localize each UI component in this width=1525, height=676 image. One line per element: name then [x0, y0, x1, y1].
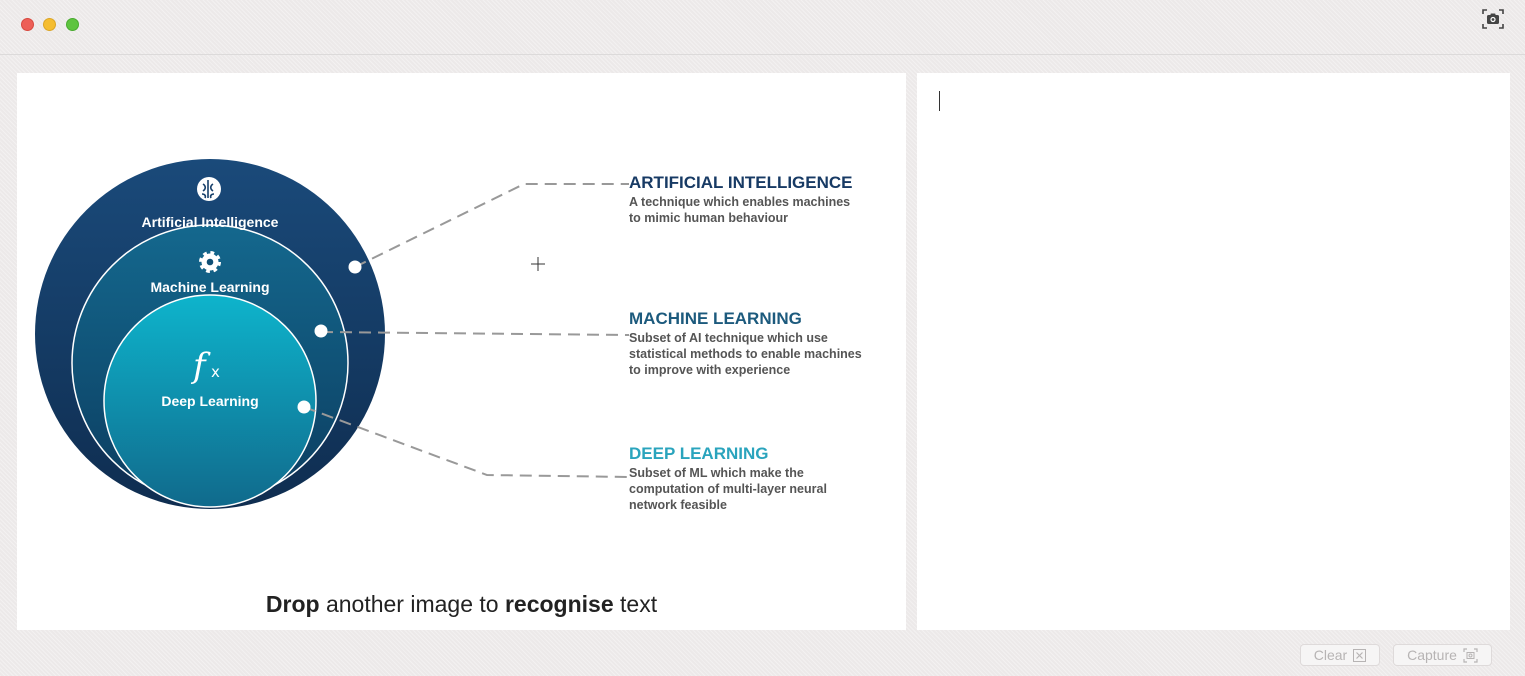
title-bar — [0, 0, 1525, 55]
ml-desc-line: to improve with experience — [629, 363, 791, 377]
drop-hint-text: text — [613, 591, 658, 617]
ai-connector — [354, 183, 629, 268]
ml-desc-line: Subset of AI technique which use — [629, 331, 828, 345]
ml-description: Subset of AI technique which use statist… — [629, 330, 899, 378]
close-window-button[interactable] — [21, 18, 34, 31]
clear-button-label: Clear — [1313, 647, 1348, 663]
dl-desc-line: network feasible — [629, 498, 727, 512]
dl-description: Subset of ML which make the computation … — [629, 465, 899, 513]
ai-desc-line: A technique which enables machines — [629, 195, 851, 209]
text-output-area[interactable] — [917, 73, 1510, 630]
dl-connector — [303, 406, 630, 478]
ai-desc-line: to mimic human behaviour — [629, 211, 789, 225]
drop-hint-text: another image to — [319, 591, 505, 617]
text-caret — [939, 91, 940, 111]
svg-text:x: x — [211, 363, 220, 381]
ml-connector — [320, 331, 630, 336]
dl-dot — [297, 400, 311, 414]
ml-desc-line: statistical methods to enable machines — [629, 347, 862, 361]
dl-circle-label: Deep Learning — [161, 393, 259, 409]
dl-title: DEEP LEARNING — [629, 444, 769, 463]
minimize-window-button[interactable] — [43, 18, 56, 31]
ml-title: MACHINE LEARNING — [629, 309, 802, 328]
dl-desc-line: Subset of ML which make the — [629, 466, 804, 480]
drop-hint: Drop another image to recognise text — [17, 591, 906, 618]
crosshair-cursor-icon — [531, 257, 545, 271]
maximize-window-button[interactable] — [66, 18, 79, 31]
image-drop-area[interactable]: f x Artificial Intelligence Machine Lear… — [17, 73, 906, 630]
ai-description: A technique which enables machines to mi… — [629, 194, 899, 226]
brain-icon — [197, 177, 221, 201]
clear-icon — [1353, 648, 1367, 662]
ai-title: ARTIFICIAL INTELLIGENCE — [629, 173, 853, 192]
ai-circle-label: Artificial Intelligence — [141, 214, 279, 230]
gear-icon — [199, 251, 221, 273]
drop-hint-bold: Drop — [265, 591, 320, 617]
clear-button[interactable]: Clear — [1300, 644, 1380, 666]
ai-dot — [348, 260, 362, 274]
capture-icon — [1463, 647, 1478, 663]
capture-button-label: Capture — [1407, 647, 1457, 663]
ai-ml-dl-diagram: f x — [35, 159, 630, 509]
drop-hint-bold: recognise — [504, 591, 614, 617]
ml-circle-label: Machine Learning — [150, 279, 270, 295]
camera-icon[interactable] — [1481, 8, 1505, 30]
ml-dot — [314, 324, 328, 338]
capture-button[interactable]: Capture — [1393, 644, 1492, 666]
dl-circle — [103, 294, 317, 508]
dl-desc-line: computation of multi-layer neural — [629, 482, 827, 496]
